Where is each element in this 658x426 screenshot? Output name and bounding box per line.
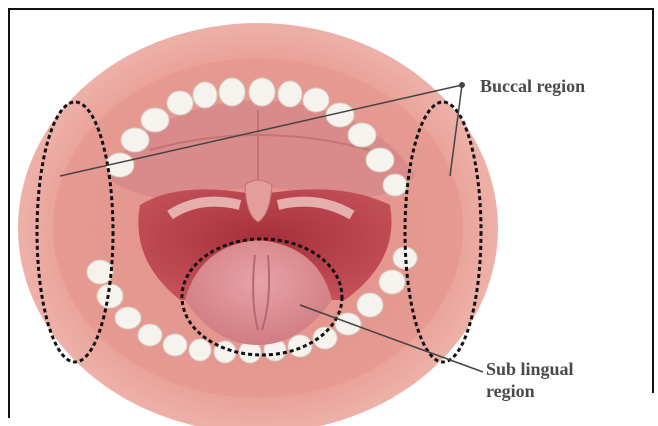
frame-border-top [8,8,654,10]
frame-border-left [8,8,10,418]
buccal-region-label: Buccal region [480,75,585,97]
buccal-leader-dot [459,82,465,88]
frame-border-right [652,8,654,393]
sublingual-region-label: Sub lingual region [486,358,626,402]
